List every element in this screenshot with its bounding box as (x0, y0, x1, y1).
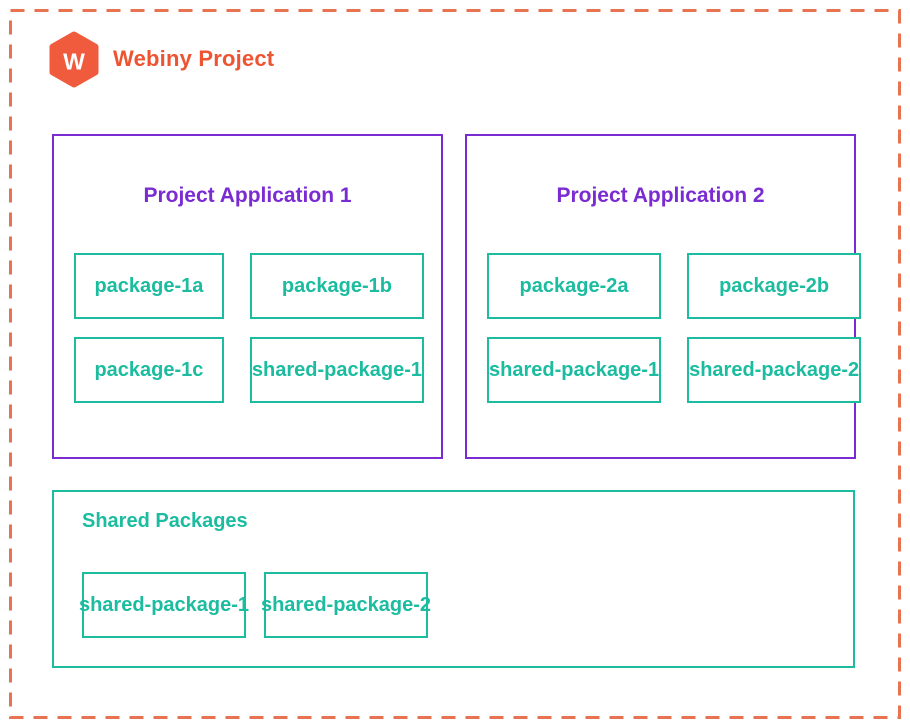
package-box: package-1b (249, 253, 424, 319)
application-box-2: Project Application 2 package-2a package… (465, 134, 862, 459)
brand-header: W Webiny Project (48, 30, 274, 88)
logo-letter: W (63, 48, 85, 74)
package-box: shared-package-2 (687, 337, 862, 403)
application-2-packages: package-2a package-2b shared-package-1 s… (487, 253, 862, 403)
package-box: package-1c (74, 337, 224, 403)
package-box: shared-package-1 (487, 337, 662, 403)
application-1-title: Project Application 1 (143, 184, 352, 207)
application-2-title: Project Application 2 (556, 184, 765, 207)
package-box: package-1a (74, 253, 224, 319)
package-box: shared-package-1 (249, 337, 424, 403)
package-box: shared-package-1 (79, 572, 249, 638)
application-1-packages: package-1a package-1b package-1c shared-… (74, 253, 424, 403)
project-title: Webiny Project (113, 46, 275, 71)
shared-packages-list: shared-package-1 shared-package-2 (79, 572, 431, 638)
package-box: package-2a (487, 253, 662, 319)
package-box: package-2b (687, 253, 862, 319)
package-box: shared-package-2 (261, 572, 431, 638)
application-box-1: Project Application 1 package-1a package… (52, 134, 443, 459)
shared-packages-title: Shared Packages (82, 510, 248, 532)
shared-packages-box: Shared Packages shared-package-1 shared-… (52, 490, 855, 668)
webiny-logo-icon: W (49, 31, 99, 87)
